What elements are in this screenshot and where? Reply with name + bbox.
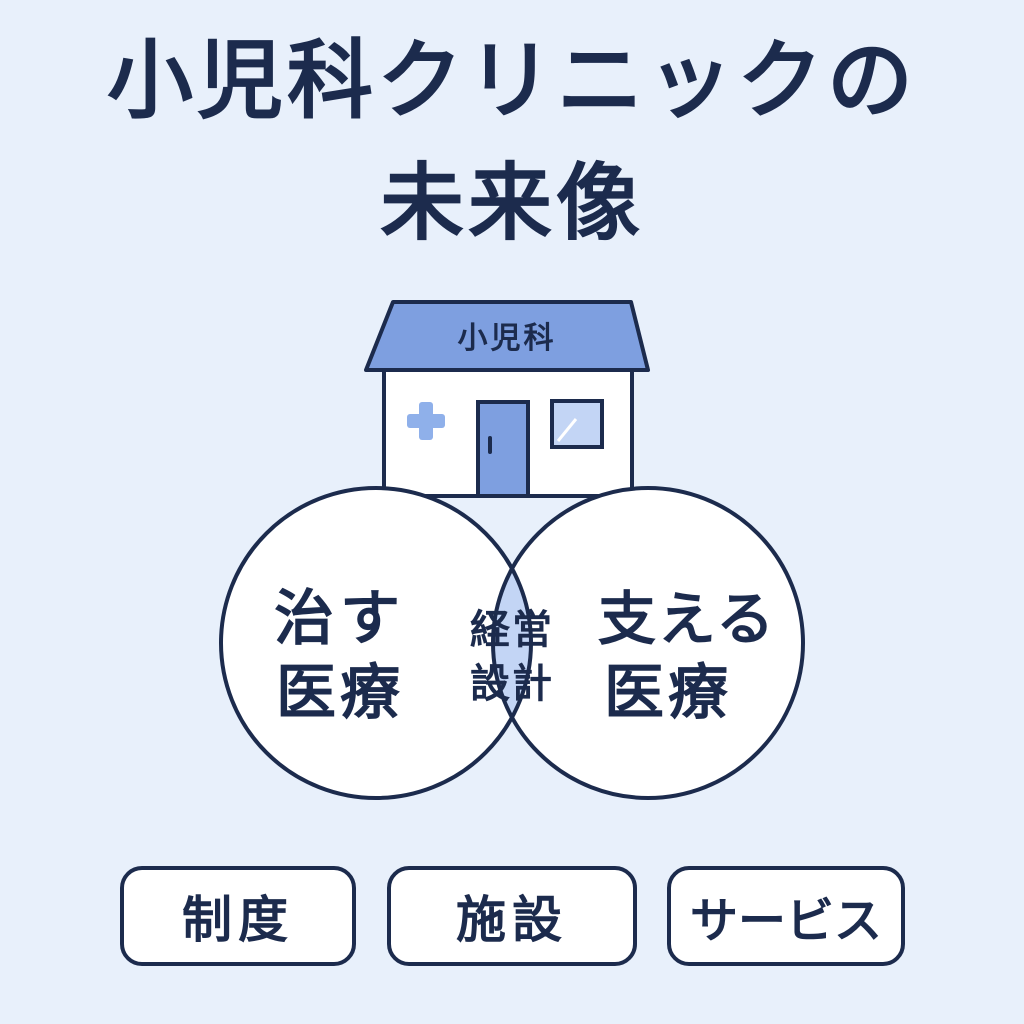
left-circle-outline <box>219 486 533 800</box>
building-sign: 小児科 <box>458 321 557 356</box>
page-title-line2: 未来像 <box>379 154 644 252</box>
left-label-line2: 医療 <box>276 658 404 728</box>
left-label-line1: 治す <box>274 584 406 654</box>
center-label-line1: 経営 <box>470 607 554 653</box>
right-circle-outline <box>491 486 805 800</box>
clinic-building: 小児科 <box>364 300 650 498</box>
box-facility: 施設 <box>387 866 637 966</box>
door-icon <box>476 400 530 498</box>
right-label-line1: 支える <box>598 585 776 653</box>
page-title-line1: 小児科クリニックの <box>107 31 917 131</box>
window-icon <box>550 399 604 449</box>
right-label-line2: 医療 <box>604 658 732 728</box>
box-service: サービス <box>667 866 905 966</box>
medical-cross-icon <box>407 402 445 440</box>
box-system: 制度 <box>120 866 356 966</box>
building-roof <box>364 300 650 372</box>
center-label-line2: 設計 <box>470 661 554 707</box>
left-circle <box>221 488 531 798</box>
right-circle <box>493 488 803 798</box>
